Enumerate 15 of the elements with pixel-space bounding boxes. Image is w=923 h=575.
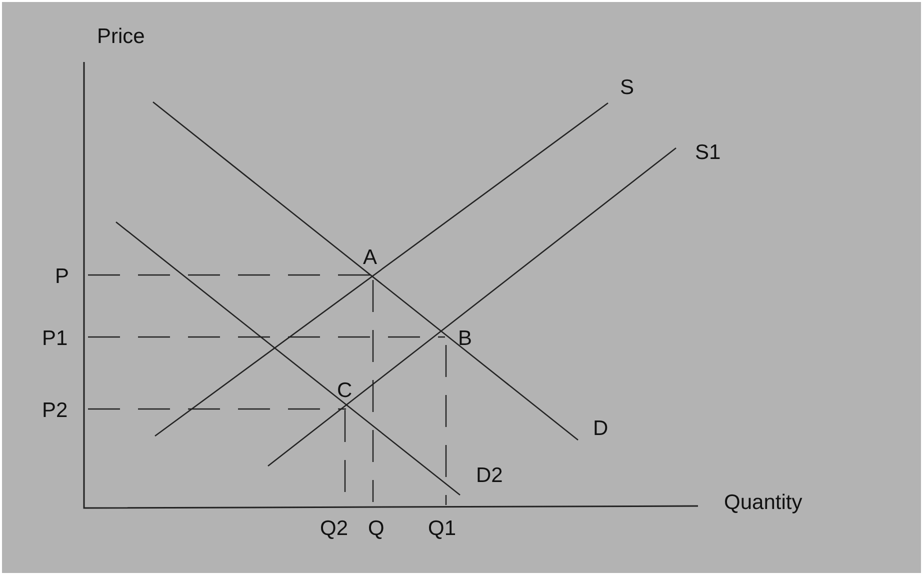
quantity-label: Q2 <box>320 518 348 539</box>
point-label: B <box>458 328 472 349</box>
quantity-label: Q1 <box>428 518 456 539</box>
curve-label: S <box>620 77 634 98</box>
curve-label: D <box>593 418 608 439</box>
quantity-label: Q <box>368 518 384 539</box>
curve-label: S1 <box>695 142 721 163</box>
axis-title: Price <box>97 26 145 47</box>
point-label: C <box>337 380 352 401</box>
axis-title: Quantity <box>724 492 802 513</box>
point-label: A <box>363 247 378 268</box>
curve-label: D2 <box>476 465 503 486</box>
price-label: P2 <box>42 400 68 421</box>
price-label: P <box>55 266 70 287</box>
price-label: P1 <box>42 328 68 349</box>
